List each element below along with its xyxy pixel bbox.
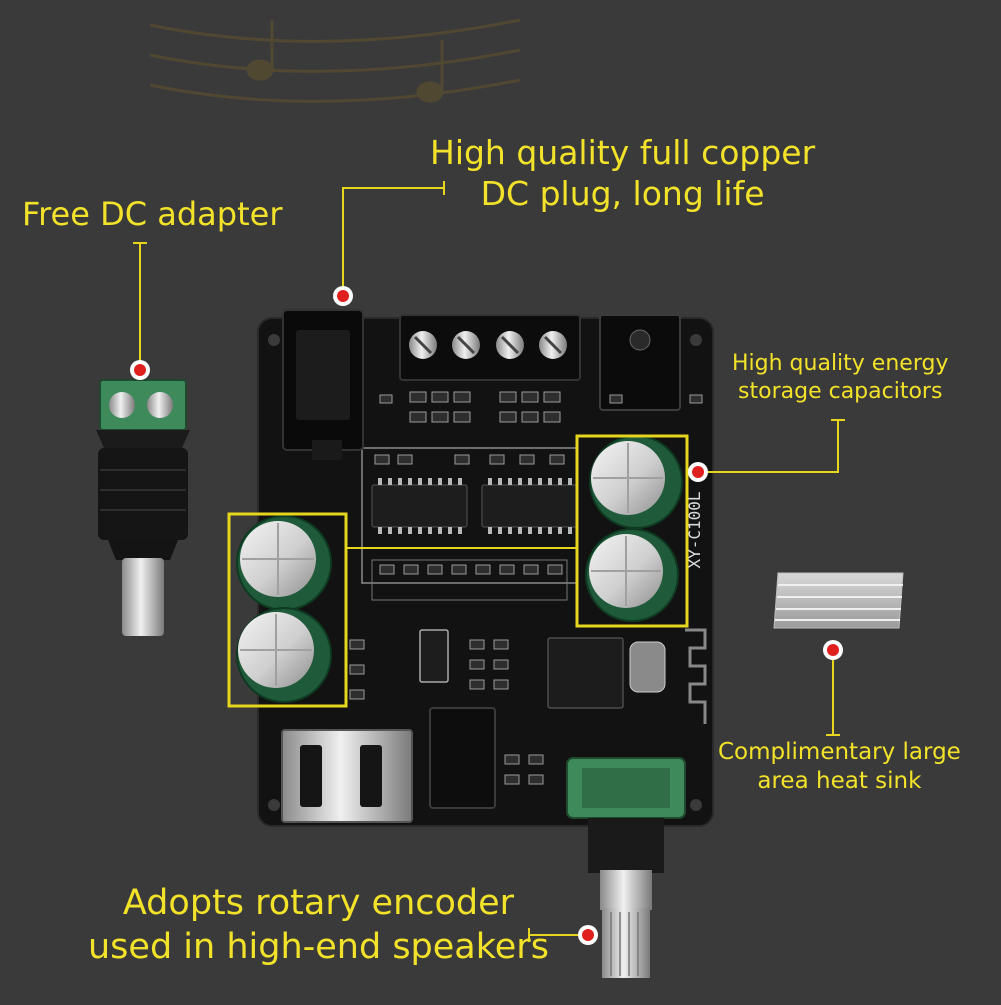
mount-hole bbox=[268, 799, 280, 811]
callout-capacitors: High quality energy storage capacitors bbox=[732, 350, 948, 405]
mount-hole bbox=[690, 799, 702, 811]
model-silkscreen: XY-C100L bbox=[685, 491, 704, 568]
amplifier-ics bbox=[371, 478, 578, 534]
audio-jack bbox=[599, 314, 681, 411]
callout-line: High quality full copper bbox=[430, 133, 816, 172]
callout-dc-adapter: Free DC adapter bbox=[22, 194, 282, 234]
mount-hole bbox=[690, 334, 702, 346]
callout-heat-sink: Complimentary large area heat sink bbox=[718, 738, 961, 796]
background-music-notes bbox=[149, 18, 521, 103]
smd-components bbox=[349, 391, 703, 785]
capacitors-right bbox=[585, 435, 683, 622]
amplifier-board: XY-C100L bbox=[227, 309, 714, 978]
marker-dots bbox=[130, 286, 843, 945]
regulator bbox=[419, 629, 449, 683]
callout-line: DC plug, long life bbox=[480, 174, 765, 214]
callout-dc-plug: High quality full copper DC plug, long l… bbox=[430, 132, 815, 215]
callout-line: Complimentary large bbox=[718, 739, 961, 765]
highlight-box-right bbox=[575, 434, 689, 628]
usb-port bbox=[281, 729, 413, 823]
callout-line: High quality energy bbox=[732, 351, 949, 376]
callout-line: storage capacitors bbox=[738, 378, 943, 404]
callout-line: Free DC adapter bbox=[22, 195, 283, 233]
mount-hole bbox=[268, 334, 280, 346]
highlight-box-left bbox=[227, 512, 348, 708]
dc-jack bbox=[282, 309, 364, 460]
antenna-trace bbox=[685, 628, 707, 724]
capacitors-left bbox=[236, 515, 332, 703]
callout-line: used in high-end speakers bbox=[88, 926, 549, 967]
aux-jack bbox=[429, 707, 496, 809]
callout-encoder: Adopts rotary encoder used in high-end s… bbox=[88, 882, 549, 970]
bluetooth-chip bbox=[547, 628, 707, 724]
callout-line: area heat sink bbox=[757, 767, 922, 794]
callout-line: Adopts rotary encoder bbox=[122, 883, 515, 923]
rotary-encoder bbox=[566, 757, 686, 978]
heat-sink bbox=[773, 572, 904, 629]
dc-adapter bbox=[96, 379, 190, 636]
speaker-terminal-block bbox=[399, 314, 581, 381]
